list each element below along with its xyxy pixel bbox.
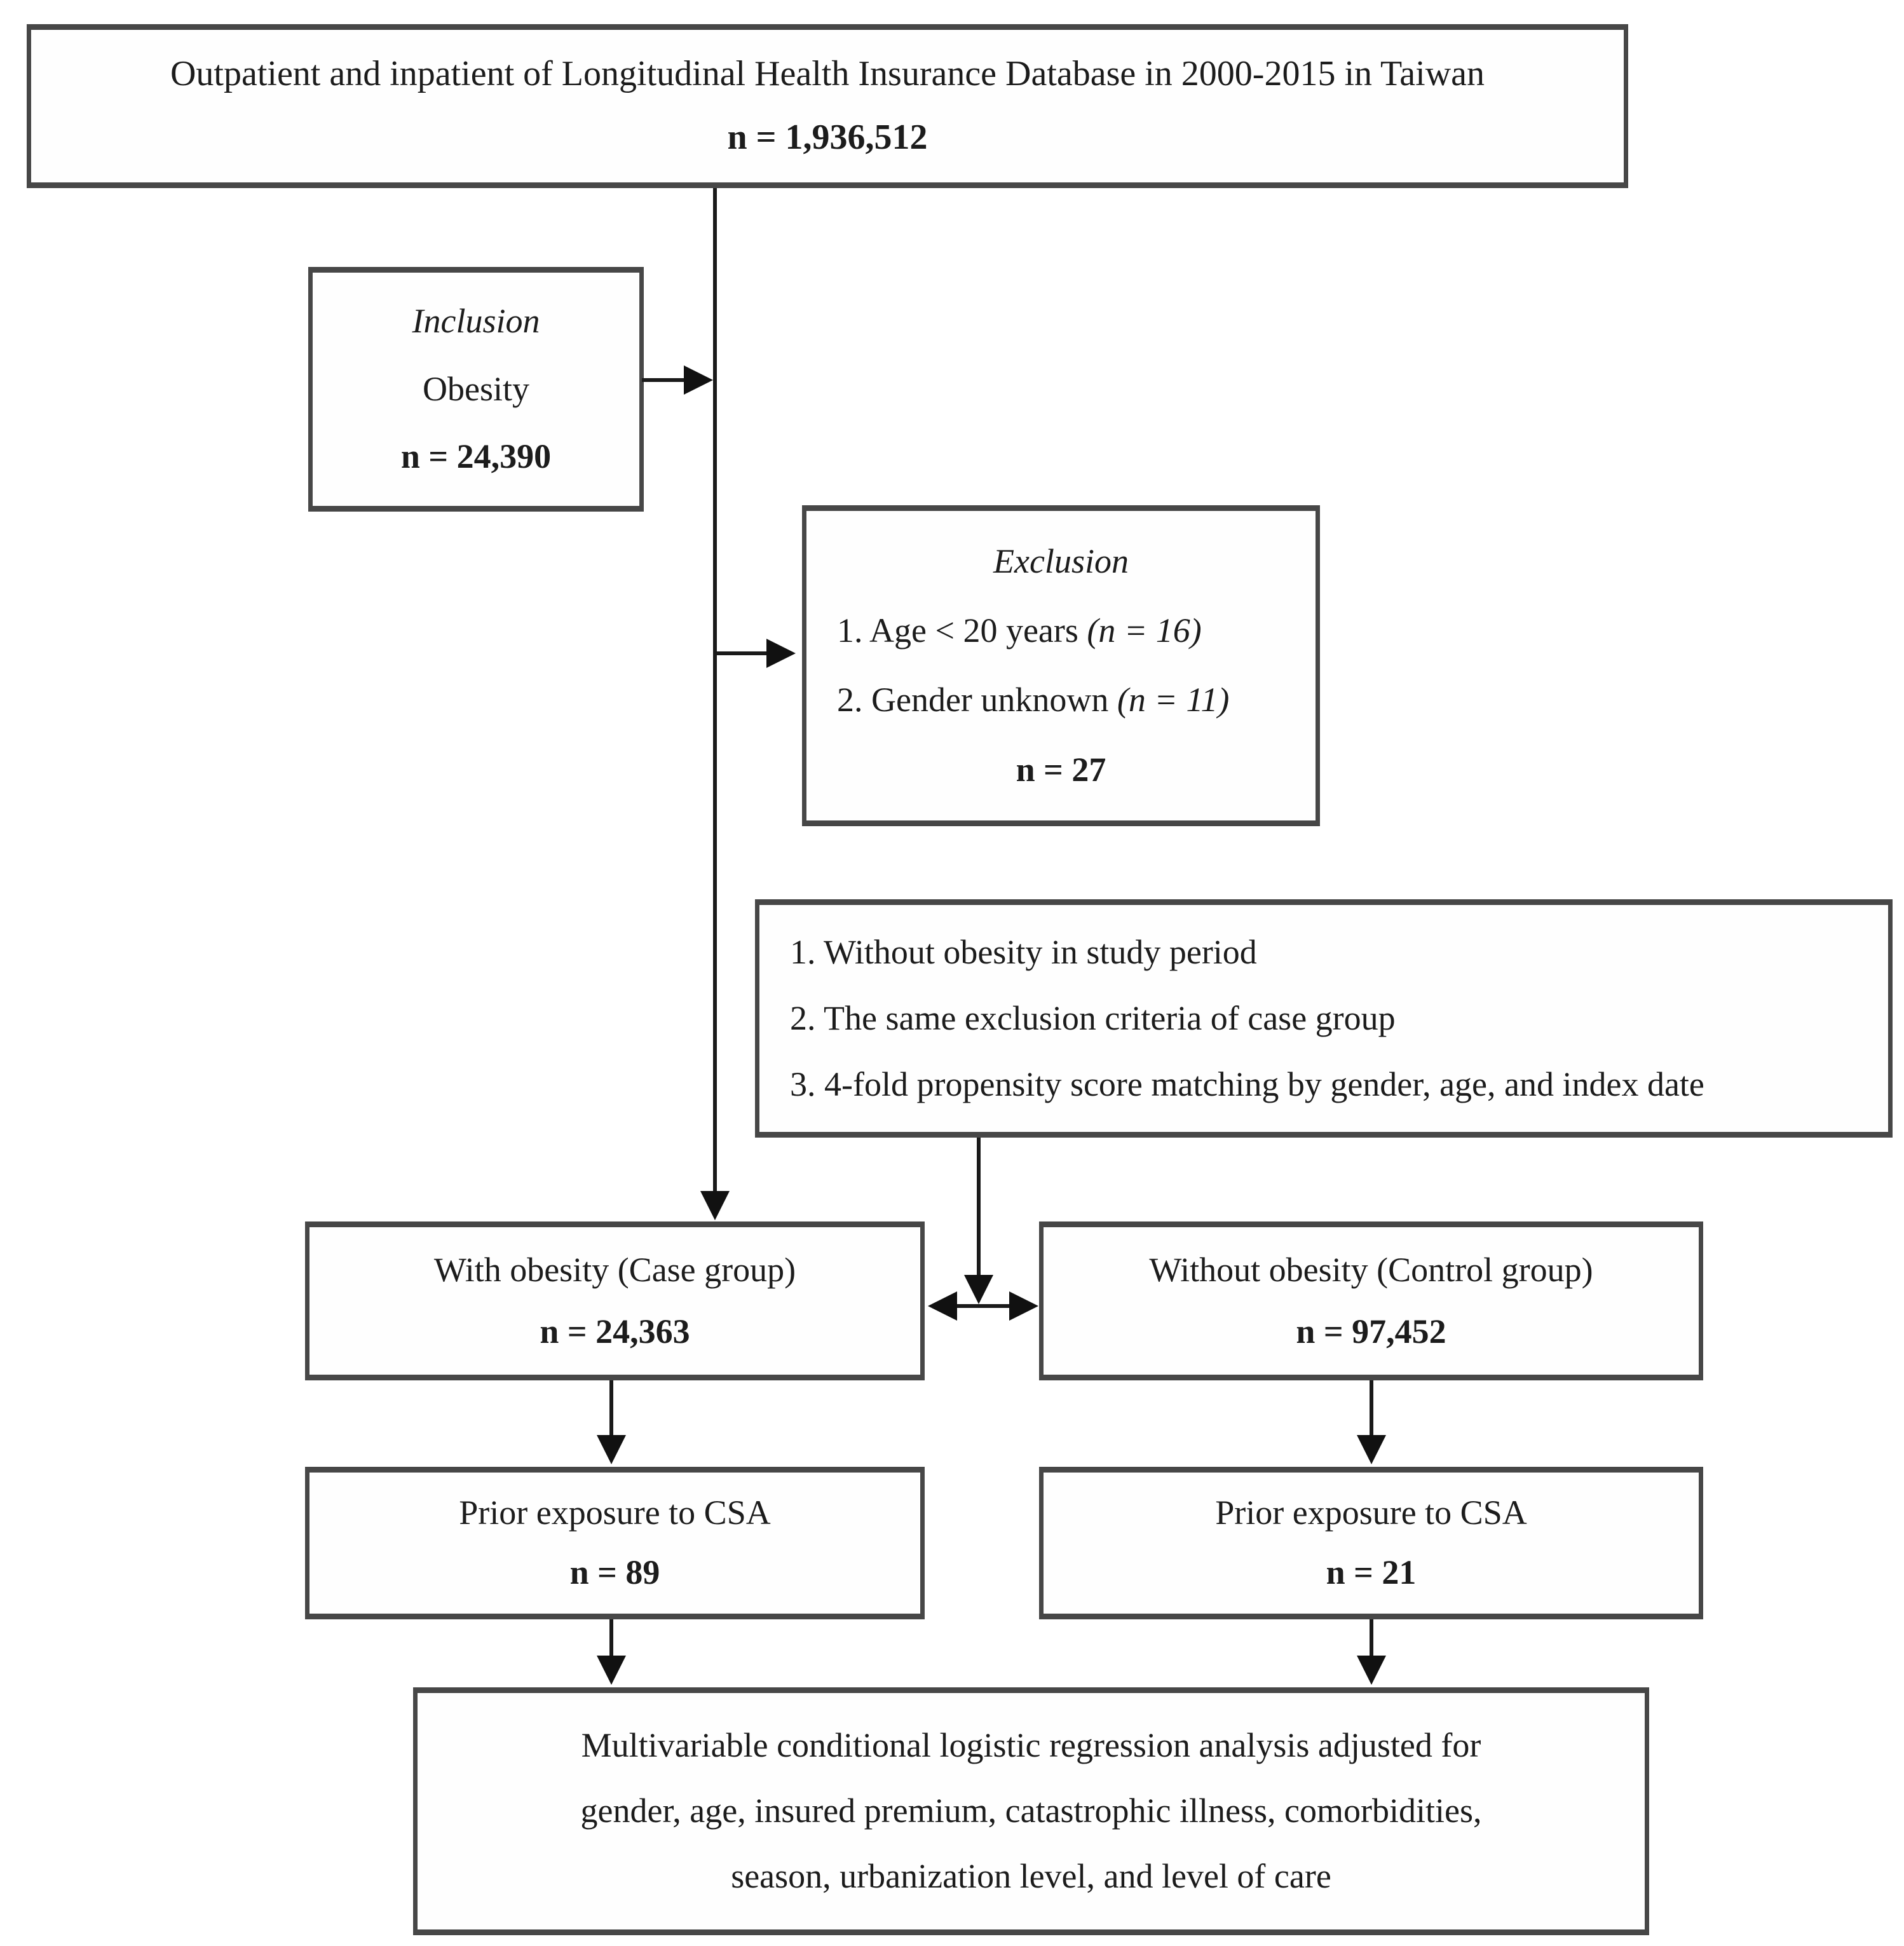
case-prior-exposure-box: Prior exposure to CSA n = 89 — [305, 1467, 925, 1619]
control-prior-exposure-count: n = 21 — [1326, 1553, 1417, 1592]
inclusion-count: n = 24,390 — [400, 437, 552, 476]
connector-case-to-analysis-line — [609, 1619, 613, 1659]
exclusion-item-gender-text: 2. Gender unknown — [837, 681, 1117, 719]
analysis-line-2: gender, age, insured premium, catastroph… — [580, 1792, 1482, 1830]
analysis-line-1: Multivariable conditional logistic regre… — [581, 1726, 1481, 1765]
source-population-count: n = 1,936,512 — [727, 118, 928, 158]
exclusion-item-age-text: 1. Age < 20 years — [837, 611, 1087, 650]
connector-control-to-analysis-line — [1370, 1619, 1373, 1659]
control-prior-exposure-title: Prior exposure to CSA — [1215, 1494, 1527, 1532]
analysis-box: Multivariable conditional logistic regre… — [413, 1687, 1649, 1935]
connector-case-control-line — [955, 1304, 1013, 1308]
arrowhead-matching — [964, 1275, 993, 1304]
analysis-line-3: season, urbanization level, and level of… — [731, 1857, 1331, 1896]
inclusion-criterion: Obesity — [423, 369, 529, 408]
exclusion-item-gender: 2. Gender unknown (n = 11) — [806, 681, 1316, 719]
case-prior-exposure-title: Prior exposure to CSA — [459, 1494, 771, 1532]
inclusion-title: Inclusion — [412, 302, 540, 341]
arrowhead-control-to-analysis — [1357, 1656, 1386, 1685]
arrowhead-source-to-case — [700, 1191, 730, 1220]
control-group-title: Without obesity (Control group) — [1149, 1250, 1593, 1289]
arrowhead-inclusion — [684, 365, 713, 395]
connector-exclusion-line — [717, 651, 768, 655]
source-population-box: Outpatient and inpatient of Longitudinal… — [27, 24, 1628, 188]
control-group-count: n = 97,452 — [1296, 1312, 1446, 1351]
connector-case-to-exposure-line — [609, 1380, 613, 1439]
exclusion-count: n = 27 — [1016, 750, 1106, 789]
exclusion-item-age-count: (n = 16) — [1087, 611, 1202, 650]
arrowhead-case-to-exposure — [597, 1435, 626, 1464]
arrowhead-to-case — [928, 1291, 957, 1321]
connector-control-to-exposure-line — [1370, 1380, 1373, 1439]
case-prior-exposure-count: n = 89 — [569, 1553, 660, 1592]
control-selection-criteria-box: 1. Without obesity in study period 2. Th… — [755, 899, 1893, 1138]
control-prior-exposure-box: Prior exposure to CSA n = 21 — [1039, 1467, 1703, 1619]
exclusion-title: Exclusion — [993, 541, 1129, 580]
inclusion-box: Inclusion Obesity n = 24,390 — [308, 267, 644, 512]
criteria-item-1: 1. Without obesity in study period — [790, 932, 1257, 971]
connector-inclusion-line — [642, 378, 686, 382]
exclusion-box: Exclusion 1. Age < 20 years (n = 16) 2. … — [802, 505, 1320, 826]
case-group-count: n = 24,363 — [540, 1312, 690, 1351]
criteria-item-2: 2. The same exclusion criteria of case g… — [790, 998, 1396, 1037]
case-group-title: With obesity (Case group) — [433, 1250, 796, 1289]
criteria-item-3: 3. 4-fold propensity score matching by g… — [790, 1065, 1704, 1103]
connector-matching-line — [977, 1138, 981, 1276]
control-group-box: Without obesity (Control group) n = 97,4… — [1039, 1221, 1703, 1380]
arrowhead-to-control — [1009, 1291, 1038, 1321]
arrowhead-control-to-exposure — [1357, 1435, 1386, 1464]
arrowhead-exclusion — [766, 639, 796, 668]
source-population-title: Outpatient and inpatient of Longitudinal… — [170, 53, 1485, 93]
arrowhead-case-to-analysis — [597, 1656, 626, 1685]
connector-source-to-case-line — [713, 188, 717, 1194]
exclusion-item-age: 1. Age < 20 years (n = 16) — [806, 611, 1316, 650]
case-group-box: With obesity (Case group) n = 24,363 — [305, 1221, 925, 1380]
exclusion-item-gender-count: (n = 11) — [1117, 681, 1230, 719]
